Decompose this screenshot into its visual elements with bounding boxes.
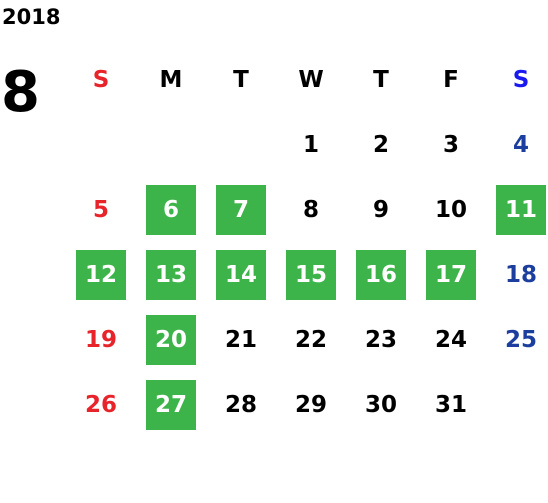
day-number[interactable]: 1 [302,132,319,158]
weekday-header-sunday: S [66,48,136,113]
day-number[interactable]: 19 [84,327,117,353]
weekday-label: M [159,67,183,93]
weekday-header-tuesday: T [206,48,276,113]
day-number[interactable]: 25 [504,327,537,353]
day-number[interactable]: 29 [294,392,327,418]
calendar-day-cell: 8 [276,178,346,243]
calendar-day-cell: 13 [136,243,206,308]
day-number[interactable]: 31 [434,392,467,418]
calendar-week-row: 12 13 14 15 16 17 18 [66,243,548,308]
highlighted-day-number[interactable]: 11 [496,185,546,235]
calendar-day-cell: 30 [346,373,416,438]
day-number[interactable]: 4 [512,132,529,158]
day-number [496,380,546,430]
day-number[interactable]: 8 [302,197,319,223]
calendar-day-cell: 1 [276,113,346,178]
highlighted-day-number[interactable]: 16 [356,250,406,300]
calendar-day-cell: 20 [136,308,206,373]
day-number [146,120,196,170]
calendar-day-cell: 6 [136,178,206,243]
calendar-week-row: 1 2 3 4 [66,113,548,178]
day-number[interactable]: 3 [442,132,459,158]
day-number [76,120,126,170]
calendar-day-cell [206,113,276,178]
day-number [216,120,266,170]
highlighted-day-number[interactable]: 14 [216,250,266,300]
weekday-label: W [298,67,324,93]
calendar-day-cell: 27 [136,373,206,438]
weekday-header-wednesday: W [276,48,346,113]
calendar-day-cell: 31 [416,373,486,438]
calendar-day-cell [136,113,206,178]
highlighted-day-number[interactable]: 27 [146,380,196,430]
calendar-day-cell: 29 [276,373,346,438]
weekday-label: S [512,67,530,93]
weekday-header-row: S M T W T F S [66,48,548,113]
weekday-label: S [92,67,110,93]
calendar-week-row: 26 27 28 29 30 31 [66,373,548,438]
highlighted-day-number[interactable]: 6 [146,185,196,235]
weekday-label: F [443,67,459,93]
weekday-header-saturday: S [486,48,548,113]
day-number[interactable]: 22 [294,327,327,353]
calendar-day-cell: 17 [416,243,486,308]
calendar-day-cell: 28 [206,373,276,438]
highlighted-day-number[interactable]: 12 [76,250,126,300]
calendar-day-cell: 26 [66,373,136,438]
weekday-label: T [233,67,249,93]
calendar-day-cell: 21 [206,308,276,373]
calendar-day-cell: 23 [346,308,416,373]
day-number[interactable]: 28 [224,392,257,418]
calendar-day-cell: 10 [416,178,486,243]
calendar-day-cell: 12 [66,243,136,308]
calendar-day-cell: 18 [486,243,548,308]
highlighted-day-number[interactable]: 7 [216,185,266,235]
highlighted-day-number[interactable]: 17 [426,250,476,300]
highlighted-day-number[interactable]: 13 [146,250,196,300]
day-number[interactable]: 18 [504,262,537,288]
calendar-day-cell [486,373,548,438]
calendar-day-cell: 25 [486,308,548,373]
calendar-day-cell: 9 [346,178,416,243]
calendar-day-cell: 15 [276,243,346,308]
day-number[interactable]: 24 [434,327,467,353]
weekday-header-thursday: T [346,48,416,113]
weekday-header-friday: F [416,48,486,113]
calendar-day-cell: 16 [346,243,416,308]
day-number[interactable]: 21 [224,327,257,353]
calendar-day-cell: 24 [416,308,486,373]
calendar-day-cell: 3 [416,113,486,178]
highlighted-day-number[interactable]: 15 [286,250,336,300]
calendar-day-cell: 22 [276,308,346,373]
calendar-day-cell: 2 [346,113,416,178]
calendar-day-cell: 14 [206,243,276,308]
calendar-day-cell: 7 [206,178,276,243]
day-number[interactable]: 26 [84,392,117,418]
day-number[interactable]: 2 [372,132,389,158]
calendar-day-cell: 4 [486,113,548,178]
highlighted-day-number[interactable]: 20 [146,315,196,365]
day-number[interactable]: 9 [372,197,389,223]
weekday-label: T [373,67,389,93]
calendar-day-cell: 19 [66,308,136,373]
calendar-year: 2018 [2,5,61,29]
calendar-week-row: 19 20 21 22 23 24 25 [66,308,548,373]
day-number[interactable]: 23 [364,327,397,353]
calendar-day-cell: 5 [66,178,136,243]
day-number[interactable]: 10 [434,197,467,223]
calendar-day-cell [66,113,136,178]
day-number[interactable]: 5 [92,197,109,223]
weekday-header-monday: M [136,48,206,113]
day-number[interactable]: 30 [364,392,397,418]
calendar-day-cell: 11 [486,178,548,243]
calendar-month: 8 [1,60,40,125]
